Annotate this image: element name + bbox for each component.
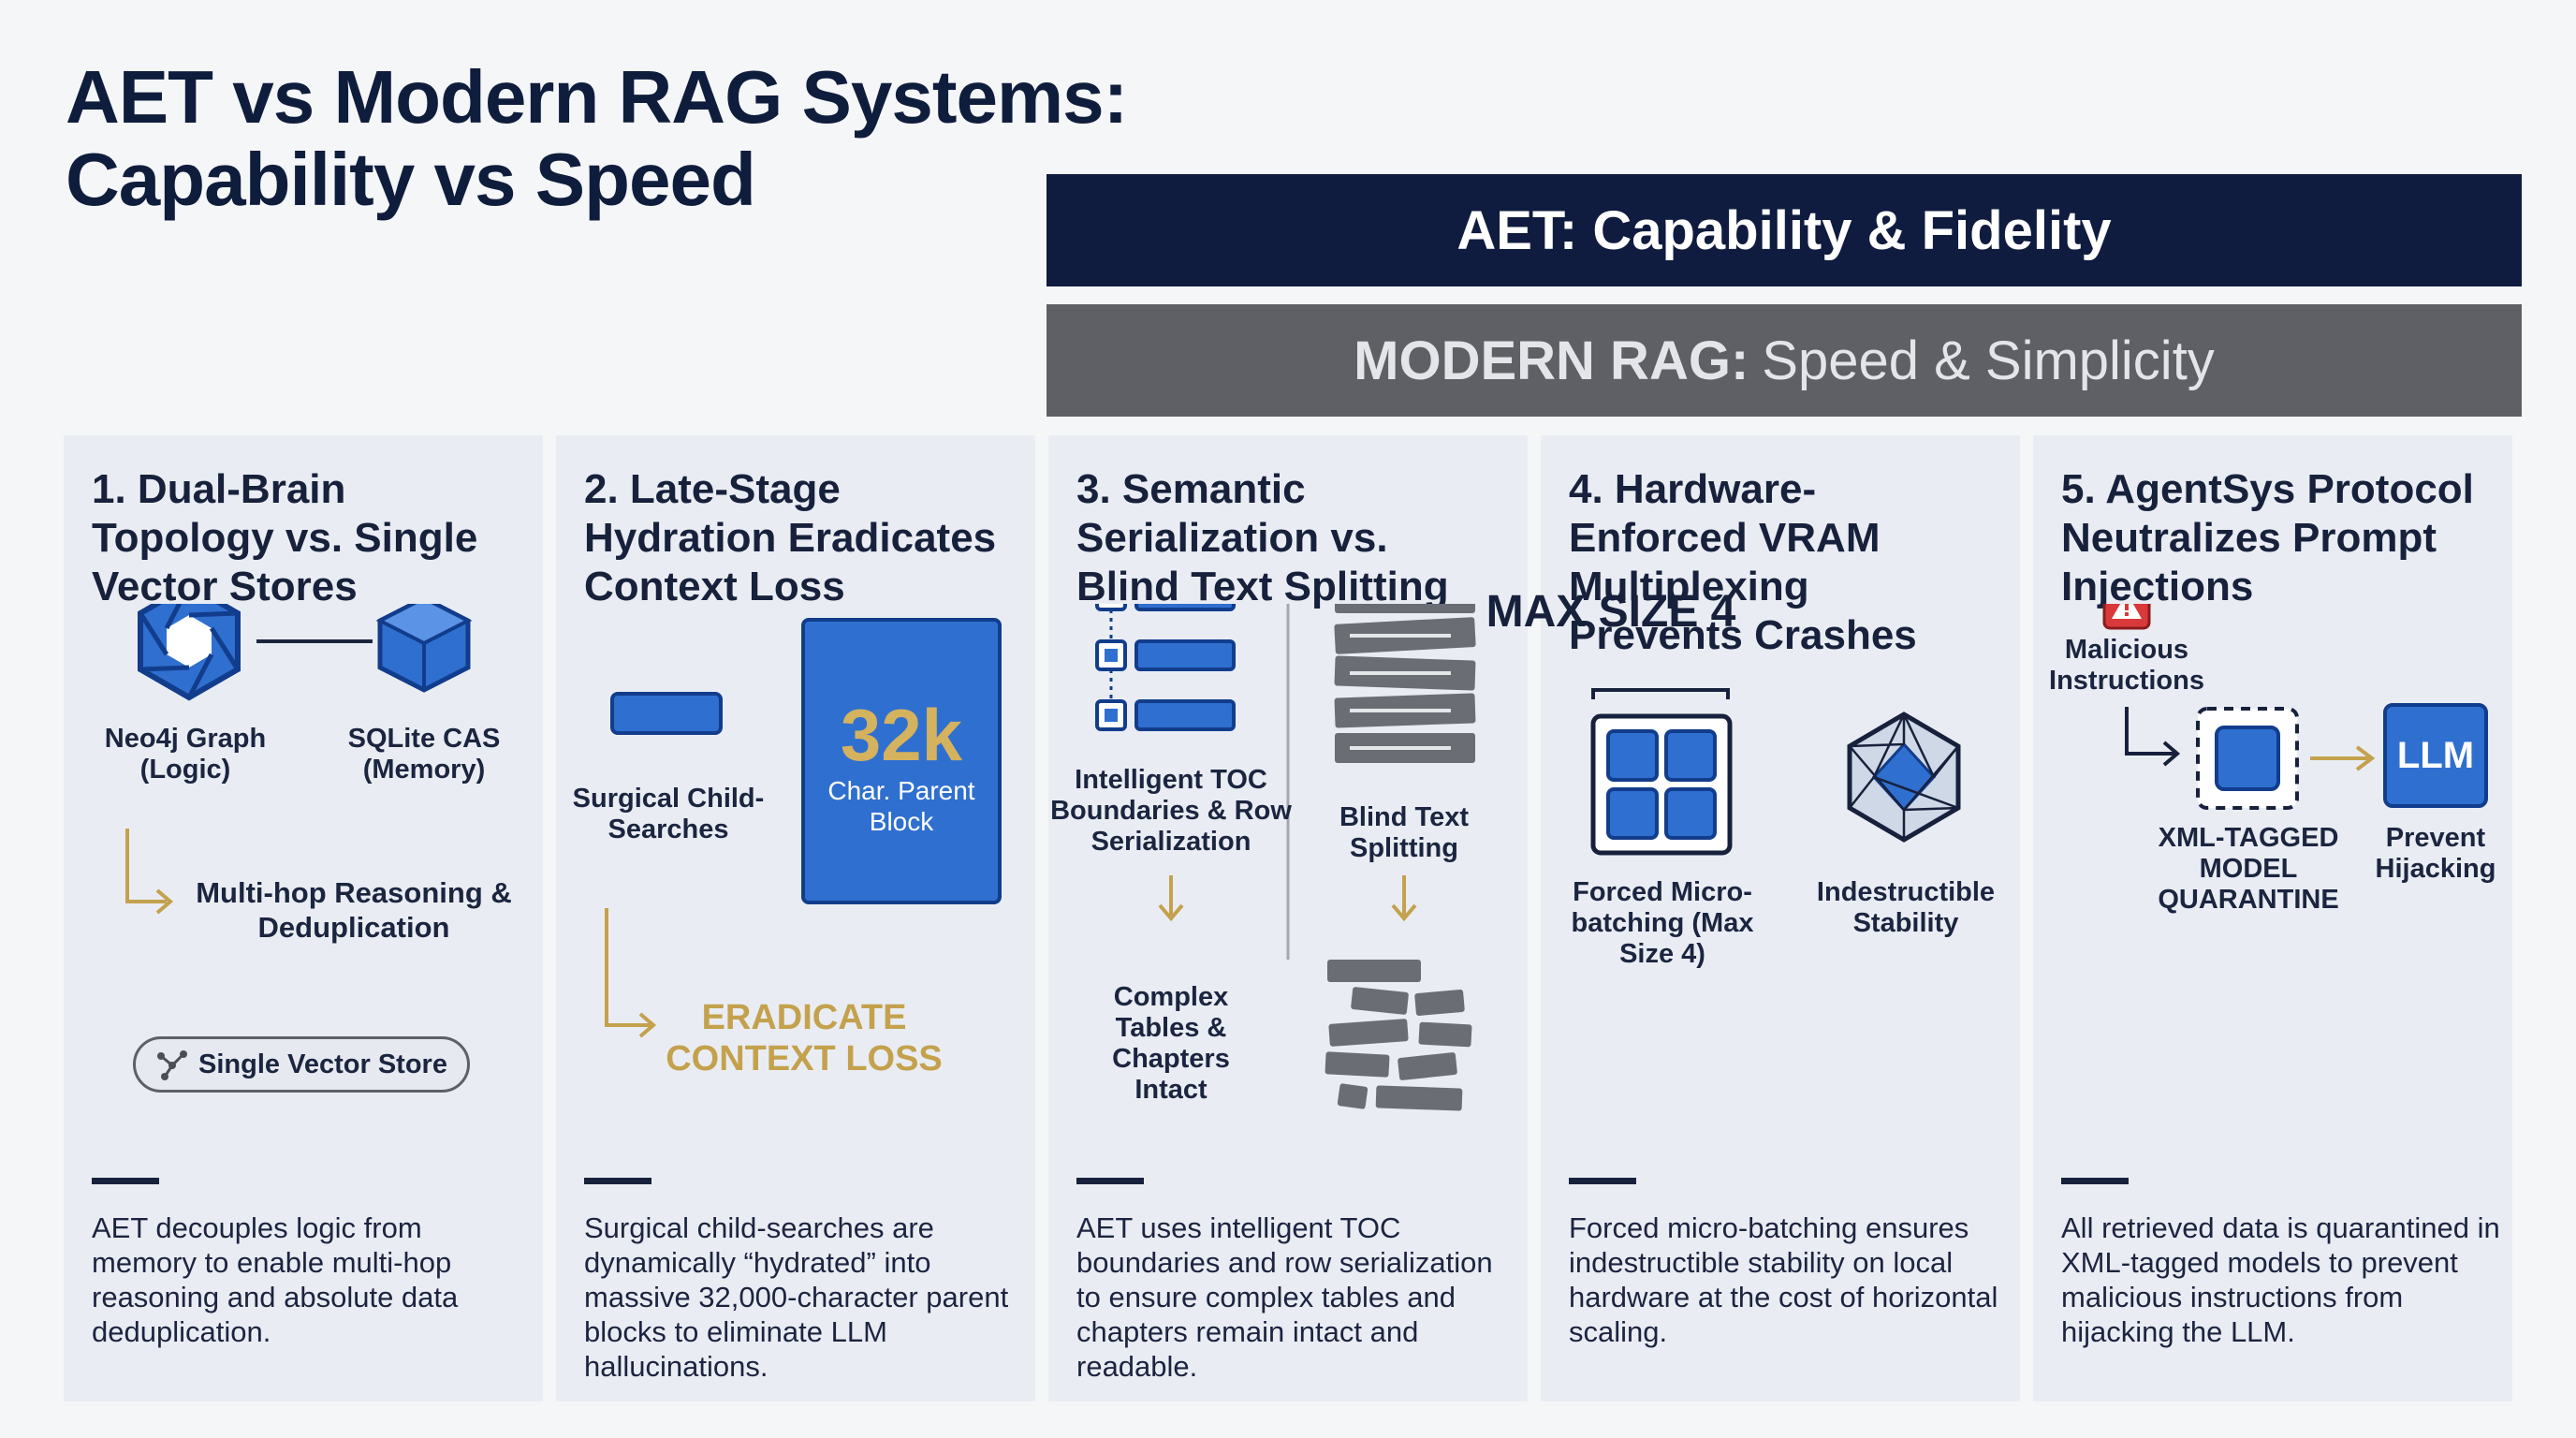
quarantine-label: XML-TAGGED MODEL QUARANTINE [2158,823,2339,915]
toc-rows-icon [1095,604,1236,731]
prevent-label: Prevent Hijacking [2375,823,2496,884]
reasoning-label: Multi-hop Reasoning & Deduplication [196,876,512,944]
eradicate-label: ERADICATE CONTEXT LOSS [666,998,943,1078]
warning-icon [2102,604,2151,630]
divider [2061,1178,2129,1184]
crystal-icon [1847,712,1961,843]
hydration-illustration: Surgical Child-Searches ERADICATE CONTEX… [556,604,1035,1128]
vram-graphic [1590,688,1961,856]
single-vector-store-pill: Single Vector Store [133,1036,470,1093]
quarantine-box-icon [2196,707,2299,810]
serialization-illustration: Intelligent TOC Boundaries & Row Seriali… [1048,604,1528,1128]
dual-brain-graphic [125,604,473,915]
column-description: AET uses intelligent TOC boundaries and … [1076,1211,1493,1383]
dual-brain-illustration: Neo4j Graph (Logic) SQLite CAS (Memory) … [64,604,543,1128]
child-search-label: Surgical Child-Searches [572,784,765,844]
intact-label: Complex Tables & Chapters Intact [1112,982,1230,1105]
max-size-label: MAX SIZE 4 [1486,587,1736,637]
text-lines-icon [1334,604,1476,763]
column-description: AET decouples logic from memory to enabl… [92,1211,459,1348]
micro-batching-label: Forced Micro-batching (Max Size 4) [1571,877,1754,969]
column-heading: 1. Dual-Brain Topology vs. Single Vector… [92,466,478,609]
column-description: All retrieved data is quarantined in XML… [2061,1211,2500,1348]
column-heading: 4. Hardware-Enforced VRAM Multiplexing P… [1569,466,1917,658]
page-title: AET vs Modern RAG Systems: Capability vs… [66,55,1128,221]
column-heading: 3. Semantic Serialization vs. Blind Text… [1076,466,1449,609]
rag-band-light: Speed & Simplicity [1762,330,2215,391]
stability-label: Indestructible Stability [1816,877,1996,938]
divider [1569,1178,1636,1184]
sqlite-label: SQLite CAS (Memory) [347,724,501,785]
divider [92,1178,159,1184]
column-heading: 5. AgentSys Protocol Neutralizes Prompt … [2061,466,2474,609]
column-description: Forced micro-batching ensures indestruct… [1569,1211,1998,1348]
divider [584,1178,651,1184]
title-line-2: Capability vs Speed [66,138,756,221]
malicious-label: Malicious Instructions [2049,635,2204,696]
toc-label: Intelligent TOC Boundaries & Row Seriali… [1050,765,1292,857]
aet-band-label: AET: Capability & Fidelity [1456,199,2112,261]
child-block-icon [610,692,723,735]
aperture-hexagon-icon [138,604,241,701]
divider [1076,1178,1144,1184]
vram-illustration: MAX SIZE 4 Forced Micro-batching (Max Si… [1486,587,2020,1128]
blind-split-label: Blind Text Splitting [1339,802,1470,863]
column-heading: 2. Late-Stage Hydration Eradicates Conte… [584,466,997,609]
cube-icon [375,604,473,693]
column-dual-brain: 1. Dual-Brain Topology vs. Single Vector… [64,435,543,1401]
parent-block-size: 32k [840,694,963,776]
parent-block: 32k Char. Parent Block [801,618,1002,904]
column-late-stage-hydration: 2. Late-Stage Hydration Eradicates Conte… [556,435,1035,1401]
modern-rag-band: MODERN RAG: Speed & Simplicity [1046,304,2522,417]
aet-band: AET: Capability & Fidelity [1046,174,2522,286]
agentsys-graphic [2102,604,2488,810]
rag-band-strong: MODERN RAG: [1354,330,1749,391]
column-description: Surgical child-searches are dynamically … [584,1211,1009,1383]
agentsys-illustration: LLM Malicious Instructions XML-TAGGED MO… [2033,604,2512,1128]
column-agentsys-protocol: 5. AgentSys Protocol Neutralizes Prompt … [2033,435,2512,1401]
title-line-1: AET vs Modern RAG Systems: [66,55,1128,139]
llm-label: LLM [2396,735,2475,776]
llm-box-icon [2383,703,2488,808]
column-semantic-serialization: 3. Semantic Serialization vs. Blind Text… [1048,435,1528,1401]
fragmented-text-icon [1325,960,1472,1111]
serialization-graphic [1095,604,1476,1111]
vector-node-icon [157,1050,188,1080]
pill-label: Single Vector Store [198,1049,447,1079]
hydration-graphic [605,692,723,1038]
column-vram-multiplexing: 4. Hardware-Enforced VRAM Multiplexing P… [1486,435,2020,1401]
neo4j-label: Neo4j Graph (Logic) [104,724,267,785]
batch-grid-icon [1590,713,1733,856]
parent-block-label: Char. Parent Block [827,776,975,836]
